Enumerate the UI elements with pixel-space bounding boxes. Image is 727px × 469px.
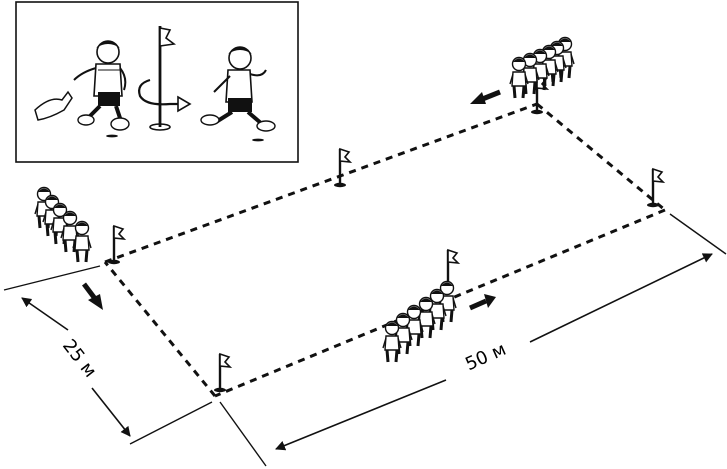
arrow-icon-bottom xyxy=(468,294,496,311)
flag-icon-right xyxy=(645,167,665,209)
field-boundary xyxy=(103,102,666,398)
inset-frame xyxy=(15,1,299,163)
arrow-icon-top xyxy=(470,89,501,104)
inset-panel xyxy=(15,1,299,163)
dimension-length: 50 м xyxy=(219,213,727,467)
width-label: 25 м xyxy=(58,336,101,382)
flag-icon-top-middle xyxy=(332,147,352,189)
runner-figure-1 xyxy=(73,40,130,138)
turn-arrow-icon xyxy=(138,78,192,113)
team-group-bottom xyxy=(381,280,458,364)
hand-icon xyxy=(34,90,73,121)
arrow-icon-left xyxy=(82,282,103,310)
runner-figure-2 xyxy=(200,46,276,142)
flag-icon-bottom-left xyxy=(212,352,232,394)
team-group-left xyxy=(33,186,93,264)
length-label: 50 м xyxy=(462,339,509,375)
turn-flag-icon xyxy=(149,26,177,131)
